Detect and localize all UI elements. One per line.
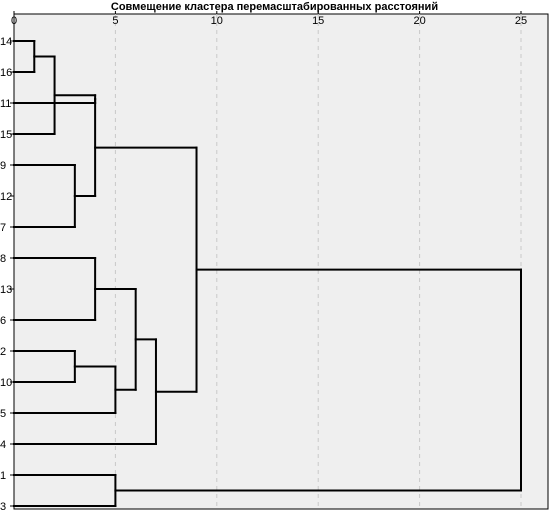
x-tick-label-25: 25 (515, 15, 527, 27)
x-tick-label-20: 20 (413, 15, 425, 27)
leaf-label-11: 11 (0, 98, 11, 110)
leaf-label-14: 14 (0, 36, 12, 48)
leaf-label-12: 12 (0, 191, 12, 203)
plot-background (13, 13, 549, 510)
leaf-label-9: 9 (0, 160, 6, 172)
dendrogram-layer (13, 40, 522, 507)
x-tick-label-0: 0 (11, 15, 17, 27)
leaf-label-10: 10 (0, 377, 12, 389)
x-tick-label-15: 15 (312, 15, 324, 27)
leaf-label-2: 2 (0, 346, 6, 358)
leaf-label-4: 4 (0, 439, 6, 451)
chart-title: Совмещение кластера перемасштабированных… (111, 1, 438, 13)
leaf-label-6: 6 (0, 315, 6, 327)
x-tick-label-10: 10 (211, 15, 223, 27)
leaf-label-5: 5 (0, 408, 6, 420)
leaf-label-1: 1 (0, 470, 6, 482)
leaf-label-16: 16 (0, 67, 12, 79)
grid-layer (114, 14, 522, 509)
leaf-label-13: 13 (0, 284, 12, 296)
leaf-label-15: 15 (0, 129, 12, 141)
leaf-label-7: 7 (0, 222, 6, 234)
leaf-label-8: 8 (0, 253, 6, 265)
x-tick-label-5: 5 (112, 15, 118, 27)
leaf-label-3: 3 (0, 501, 6, 510)
